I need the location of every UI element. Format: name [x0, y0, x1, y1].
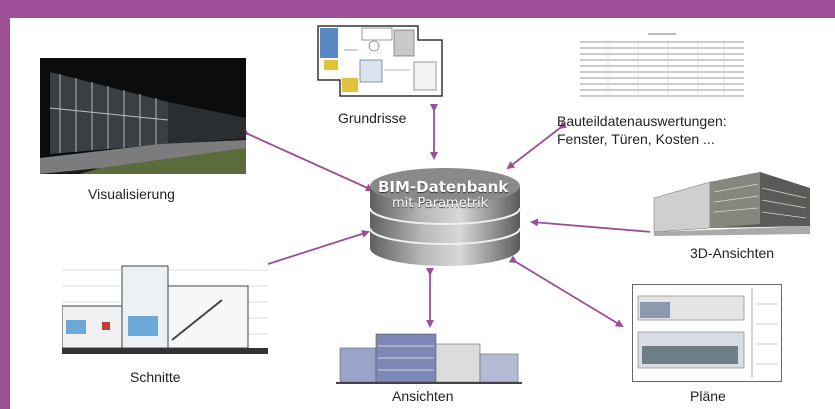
label-bauteil-line2: Fenster, Türen, Kosten ... — [557, 131, 715, 147]
database-subtitle: mit Parametrik — [392, 196, 489, 211]
label-bauteil-line1: Bauteildatenauswertungen: — [557, 113, 727, 129]
table-image — [578, 30, 746, 100]
plan-sheet-image — [632, 284, 782, 382]
label-ansichten: Ansichten — [392, 388, 454, 404]
database-title: BIM-Datenbank — [378, 178, 509, 196]
label-3d-ansichten: 3D-Ansichten — [690, 245, 775, 261]
floorplan-image — [314, 20, 448, 102]
database-icon — [369, 168, 521, 266]
arrow-visualisierung — [240, 127, 374, 192]
elevation-image — [336, 330, 522, 384]
label-grundrisse: Grundrisse — [338, 110, 407, 126]
arrow-3d — [530, 218, 659, 237]
label-visualisierung: Visualisierung — [88, 186, 175, 202]
arrow-plaene — [508, 255, 624, 328]
3d-model-image — [650, 168, 816, 238]
arrow-bauteil — [506, 121, 568, 170]
arrow-schnitte — [261, 230, 370, 270]
label-schnitte: Schnitte — [130, 369, 181, 385]
section-drawing-image — [62, 256, 268, 362]
visualization-image — [40, 58, 246, 174]
label-plaene: Pläne — [690, 388, 726, 404]
